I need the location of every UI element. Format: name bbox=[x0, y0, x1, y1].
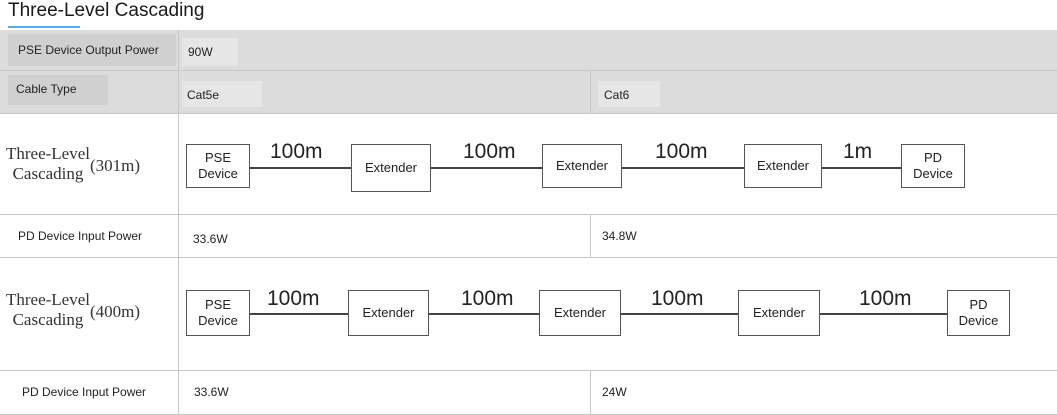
scenario1-distance: (301m) bbox=[90, 156, 141, 175]
row-line bbox=[0, 257, 1057, 258]
scenario1-pd-input-cat5e: 33.6W bbox=[193, 232, 228, 246]
scenario2-cable-2 bbox=[429, 313, 539, 315]
scenario1-pse-device: PSE Device bbox=[186, 144, 250, 188]
scenario2-label-line2: Cascading bbox=[12, 310, 84, 329]
scenario1-pd-input-label: PD Device Input Power bbox=[18, 229, 143, 243]
scenario1-pd-device: PD Device bbox=[901, 144, 965, 188]
cable-type-cat5e: Cat5e bbox=[187, 88, 220, 102]
scenario2-pd-input-cat5e: 33.6W bbox=[194, 385, 229, 399]
pse-output-row: PSE Device Output Power 90W bbox=[0, 30, 1057, 70]
scenario2-label-line1: Three-Level bbox=[6, 290, 90, 309]
row-line bbox=[0, 70, 1057, 71]
scenario1-length-3: 100m bbox=[655, 140, 708, 163]
scenario2-length-2: 100m bbox=[461, 287, 514, 310]
scenario2-extender-3: Extender bbox=[738, 290, 820, 336]
scenario1-label-line1: Three-Level bbox=[6, 144, 90, 163]
scenario2-label: Three-Level Cascading bbox=[0, 290, 96, 330]
scenario1-cable-4 bbox=[822, 167, 901, 169]
title-underline bbox=[8, 26, 80, 28]
cat5e-bg bbox=[182, 81, 262, 107]
cascading-table: PSE Device Output Power 90W Cable Type C… bbox=[0, 30, 1057, 415]
scenario1-extender-1: Extender bbox=[351, 144, 431, 192]
row-line bbox=[0, 370, 1057, 371]
cable-type-cat6: Cat6 bbox=[604, 88, 630, 102]
scenario1-label-line2: Cascading bbox=[12, 164, 84, 183]
cat6-bg bbox=[598, 81, 660, 107]
pse-output-value-bg bbox=[182, 38, 238, 66]
scenario1-extender-2: Extender bbox=[542, 144, 622, 188]
scenario1-cable-3 bbox=[622, 167, 744, 169]
scenario2-pd-device: PD Device bbox=[947, 290, 1010, 336]
pse-output-label-bg bbox=[8, 34, 176, 66]
scenario2-cable-4 bbox=[820, 313, 947, 315]
cable-type-label-bg bbox=[8, 75, 108, 105]
scenario2-length-4: 100m bbox=[859, 287, 912, 310]
scenario1-extender-3: Extender bbox=[744, 144, 822, 188]
scenario2-extender-1: Extender bbox=[348, 290, 429, 336]
scenario1-cable-2 bbox=[431, 167, 542, 169]
cable-type-label: Cable Type bbox=[16, 82, 77, 96]
scenario1-label: Three-Level Cascading bbox=[0, 144, 96, 184]
scenario1-pd-input-cat6: 34.8W bbox=[602, 229, 637, 243]
cat-divider-row1 bbox=[590, 214, 591, 257]
scenario2-extender-2: Extender bbox=[539, 290, 621, 336]
scenario2-cable-3 bbox=[621, 313, 738, 315]
pse-output-value: 90W bbox=[188, 45, 213, 59]
page-title: Three-Level Cascading bbox=[8, 0, 205, 21]
scenario2-pd-input-label: PD Device Input Power bbox=[22, 385, 147, 399]
row-line bbox=[0, 113, 1057, 114]
cat-divider-header bbox=[590, 71, 591, 113]
scenario2-distance: (400m) bbox=[90, 302, 141, 321]
scenario2-pd-input-cat6: 24W bbox=[602, 385, 627, 399]
cable-type-row: Cable Type Cat5e Cat6 bbox=[0, 71, 1057, 113]
scenario1-length-4: 1m bbox=[843, 140, 873, 163]
scenario1-cable-1 bbox=[250, 167, 351, 169]
scenario2-pse-device: PSE Device bbox=[186, 290, 250, 336]
scenario2-length-1: 100m bbox=[267, 287, 320, 310]
scenario2-length-3: 100m bbox=[651, 287, 704, 310]
scenario2-cable-1 bbox=[250, 313, 348, 315]
cat-divider-row2 bbox=[590, 370, 591, 415]
column-divider bbox=[178, 30, 179, 415]
scenario1-length-1: 100m bbox=[270, 140, 323, 163]
row-line bbox=[0, 214, 1057, 215]
pse-output-label: PSE Device Output Power bbox=[18, 43, 159, 57]
scenario1-length-2: 100m bbox=[463, 140, 516, 163]
